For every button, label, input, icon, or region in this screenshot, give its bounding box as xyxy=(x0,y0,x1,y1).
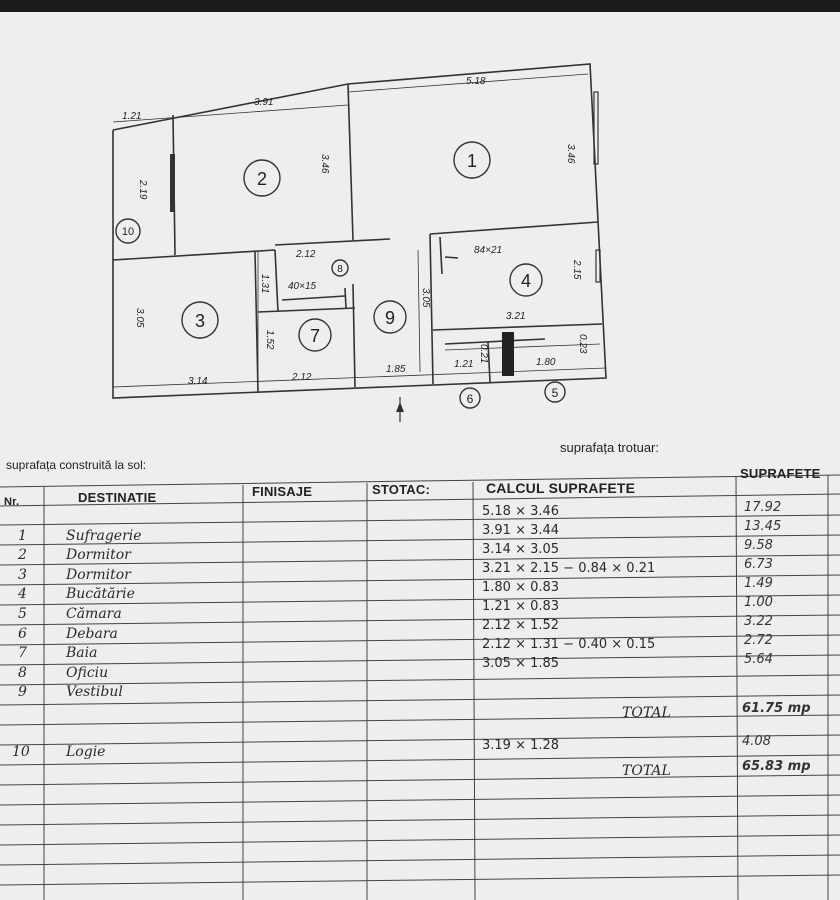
room-2-label: 2 xyxy=(257,169,267,189)
row-nr: 1 xyxy=(18,527,27,544)
row-calc: 1.21 × 0.83 xyxy=(482,599,560,615)
dim-label: 3.05 xyxy=(420,288,431,308)
loggia-nr: 10 xyxy=(12,744,30,760)
loggia-calc: 3.19 × 1.28 xyxy=(482,738,560,753)
dim-label: 0.23 xyxy=(577,334,588,354)
room-8-label: 8 xyxy=(337,264,343,275)
dim-label: 2.12 xyxy=(295,249,316,260)
header-calc: CALCUL SUPRAFETE xyxy=(486,480,636,496)
row-nr: 9 xyxy=(18,684,27,701)
dim-label: 1.21 xyxy=(454,359,473,370)
dim-label: 1.52 xyxy=(264,330,275,350)
room-7-label: 7 xyxy=(310,326,320,346)
row-nr: 8 xyxy=(18,664,27,681)
floor-plan: 1 2 3 4 5 6 7 8 9 10 1.21 3.91 5.18 2.19… xyxy=(112,63,607,422)
header-areas: SUPRAFETE xyxy=(740,466,821,481)
row-calc: 3.14 × 3.05 xyxy=(482,542,560,558)
row-calc: 3.05 × 1.85 xyxy=(482,656,560,672)
dim-label: 5.18 xyxy=(466,76,486,87)
sidewalk-area-label: suprafața trotuar: xyxy=(560,440,659,455)
row-calc: 3.91 × 3.44 xyxy=(482,523,560,539)
row-destination: Dormitor xyxy=(66,547,131,564)
row-nr: 3 xyxy=(18,566,27,583)
window-icon xyxy=(170,154,175,212)
header-stotac: STOTAC: xyxy=(372,482,430,497)
row-destination: Sufragerie xyxy=(66,527,142,544)
loggia-area: 4.08 xyxy=(742,734,771,749)
row-destination: Cămara xyxy=(66,606,122,622)
room-9-label: 9 xyxy=(385,308,395,328)
row-destination: Debara xyxy=(66,625,118,642)
dim-label: 0.21 xyxy=(478,344,489,363)
row-destination: Vestibul xyxy=(66,684,123,701)
built-area-label: suprafața construită la sol: xyxy=(6,458,147,472)
dim-label: 40×15 xyxy=(288,281,317,292)
row-calc: 1.80 × 0.83 xyxy=(482,580,560,596)
room-5-label: 5 xyxy=(552,386,559,400)
dim-label: 1.80 xyxy=(536,357,556,368)
dim-label: 3.46 xyxy=(319,154,330,174)
row-area: 1.49 xyxy=(744,576,773,592)
room-1-label: 1 xyxy=(467,151,477,171)
row-destination: Bucătărie xyxy=(66,586,135,603)
dim-label: 3.21 xyxy=(506,311,525,322)
row-area: 3.22 xyxy=(744,614,773,630)
header-nr: Nr. xyxy=(4,496,20,508)
row-calc: 2.12 × 1.31 − 0.40 × 0.15 xyxy=(482,637,656,653)
dim-label: 1.31 xyxy=(259,274,270,293)
row-nr: 7 xyxy=(18,645,27,662)
room-6-label: 6 xyxy=(467,392,474,406)
dim-label: 1.85 xyxy=(386,364,406,375)
room-3-label: 3 xyxy=(195,311,205,331)
dim-label: 3.14 xyxy=(188,376,208,387)
row-calc: 3.21 × 2.15 − 0.84 × 0.21 xyxy=(482,561,656,577)
dim-label: 3.46 xyxy=(565,144,576,164)
total-2-label: TOTAL xyxy=(622,763,671,779)
header-finishes: FINISAJE xyxy=(252,484,313,499)
row-area: 5.64 xyxy=(744,652,773,668)
row-area: 9.58 xyxy=(744,538,773,554)
surface-table-grid xyxy=(0,474,840,900)
row-area: 1.00 xyxy=(744,595,773,611)
row-area: 13.45 xyxy=(744,519,782,535)
row-destination: Dormitor xyxy=(66,566,131,583)
row-nr: 2 xyxy=(18,547,27,564)
total-1-label: TOTAL xyxy=(622,705,671,721)
row-area: 6.73 xyxy=(744,557,773,573)
dim-label: 1.21 xyxy=(122,111,141,122)
row-nr: 4 xyxy=(18,586,27,603)
dim-label: 2.12 xyxy=(291,372,312,383)
document-sheet: 1 2 3 4 5 6 7 8 9 10 1.21 3.91 5.18 2.19… xyxy=(0,12,840,900)
dim-label: 2.19 xyxy=(137,179,148,200)
total-1-value: 61.75 mp xyxy=(742,701,811,716)
row-destination: Baia xyxy=(66,645,98,662)
loggia-destination: Logie xyxy=(66,744,106,760)
row-nr: 5 xyxy=(18,606,27,622)
row-nr: 6 xyxy=(18,625,27,642)
row-calc: 5.18 × 3.46 xyxy=(482,504,560,519)
wall xyxy=(347,83,354,241)
row-area: 2.72 xyxy=(744,633,773,649)
room-10-label: 10 xyxy=(122,226,134,238)
entrance-arrow-icon xyxy=(396,402,404,412)
dim-label: 3.05 xyxy=(134,308,145,328)
dim-label: 2.15 xyxy=(571,259,582,280)
row-calc: 2.12 × 1.52 xyxy=(482,618,560,634)
row-area: 17.92 xyxy=(744,500,782,515)
header-destination: DESTINATIE xyxy=(78,490,157,505)
room-4-label: 4 xyxy=(521,271,531,291)
dim-label: 84×21 xyxy=(474,245,502,256)
row-destination: Oficiu xyxy=(66,664,109,681)
total-2-value: 65.83 mp xyxy=(742,759,811,774)
dim-label: 3.91 xyxy=(254,97,273,108)
